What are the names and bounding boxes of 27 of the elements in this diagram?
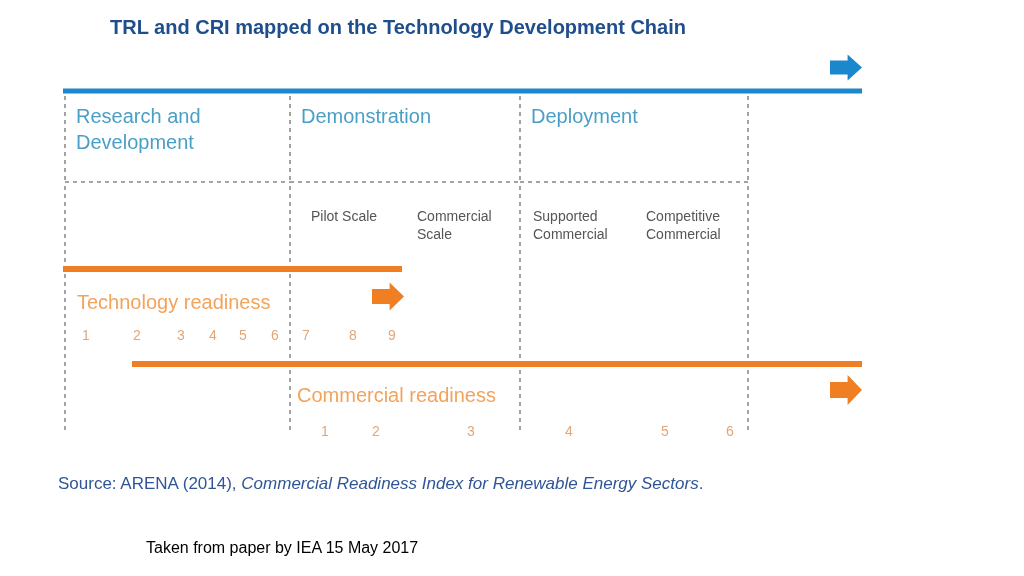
source-note: Taken from paper by IEA 15 May 2017	[146, 538, 419, 558]
stage-header-cell: Deployment	[519, 93, 749, 183]
scale-number: 2	[133, 327, 141, 343]
scale-number: 5	[661, 423, 669, 439]
stage-header-cell: Research and Development	[64, 93, 291, 183]
source-caption: Source: ARENA (2014), Commercial Readiness Index for Renewable Energy Sectors.	[58, 474, 704, 494]
scale-title: Technology readiness	[77, 290, 271, 314]
stage-sublabel: Commercial Scale	[417, 207, 493, 243]
stage-sublabel: Competitive Commercial	[646, 207, 722, 243]
scale-number: 9	[388, 327, 396, 343]
scale-number: 4	[565, 423, 573, 439]
scale-title: Commercial readiness	[297, 383, 496, 407]
diagram-title: TRL and CRI mapped on the Technology Development Chain	[110, 16, 686, 39]
scale-number: 4	[209, 327, 217, 343]
scale-number: 7	[302, 327, 310, 343]
scale-number: 2	[372, 423, 380, 439]
stage-sublabel: Supported Commercial	[533, 207, 609, 243]
scale-number: 6	[726, 423, 734, 439]
scale-number: 8	[349, 327, 357, 343]
scale-number: 3	[467, 423, 475, 439]
scale-number: 1	[82, 327, 90, 343]
scale-number: 5	[239, 327, 247, 343]
stage-header-cell: Demonstration	[289, 93, 521, 183]
scale-number: 1	[321, 423, 329, 439]
scale-number: 6	[271, 327, 279, 343]
stage-sublabel: Pilot Scale	[311, 207, 378, 225]
scale-number: 3	[177, 327, 185, 343]
